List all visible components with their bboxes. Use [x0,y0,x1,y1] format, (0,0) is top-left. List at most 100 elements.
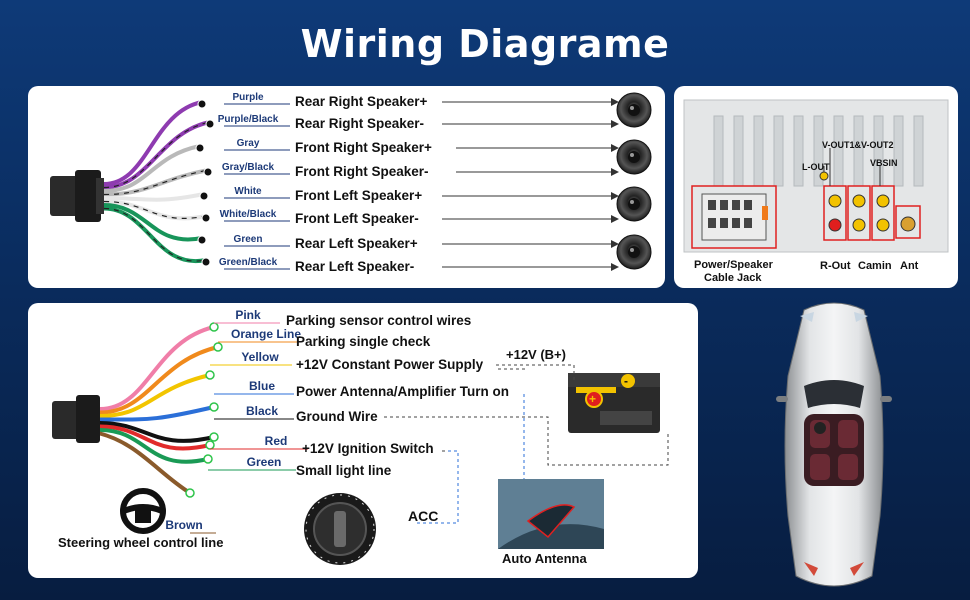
acc-leader [416,394,531,524]
speaker-wire-end-purple-black [205,119,215,129]
power-wire-end-red [205,440,215,450]
speaker-wire-white [102,192,206,202]
power-wire-brown [98,431,192,495]
rear-panel-view: V-OUT1&V-OUT2 L-OUT VBSIN Power/Speaker … [674,86,958,288]
battery-label: +12V (B+) [506,347,566,362]
svg-text:+: + [589,392,596,406]
power-wire-pink [98,325,216,411]
speaker-wire-purple [102,100,204,186]
speaker-wire-color-label: Purple/Black [218,114,279,125]
rout-label: R-Out [820,260,851,272]
power-wire-end-orange-line [213,342,223,352]
rca-jacks [819,171,921,241]
battery-leader-lines [384,364,669,466]
power-wire-orange-line [98,345,220,415]
speaker-icon [616,139,652,175]
antenna-label: Auto Antenna [502,551,587,566]
speaker-wire-color-label: Gray/Black [222,162,275,173]
power-speaker-jack [691,185,777,249]
power-function-label: Small light line [296,463,392,478]
car-image [774,296,894,596]
power-wire-yellow [98,373,212,418]
power-wire-blue [98,405,216,422]
speaker-function-label: Front Right Speaker+ [295,140,432,155]
speaker-wire-stripe-white-black [103,200,207,219]
speaker-wire-color-label: White/Black [220,209,277,220]
lout-label: L-OUT [802,162,830,172]
steering-wheel-label: Steering wheel control line [58,535,223,550]
speaker-icon [616,234,652,270]
vout-label: V-OUT1&V-OUT2 [822,140,894,150]
ant-label: Ant [900,260,919,272]
power-function-label: Power Antenna/Amplifier Turn on [296,384,509,399]
speaker-function-label: Rear Right Speaker+ [295,94,428,109]
speaker-wire-stripe-green-black [103,207,207,262]
speaker-wire-end-gray [195,143,205,153]
power-wire-black [98,421,216,443]
speaker-function-label: Rear Left Speaker+ [295,236,418,251]
steering-wheel-icon [120,488,166,534]
iso-connector-speaker [50,170,104,222]
speaker-wire-end-white-black [201,213,211,223]
power-wires [98,322,223,498]
acc-label: ACC [408,508,438,524]
speaker-wire-gray [102,144,202,193]
camin-label: Camin [858,260,892,272]
power-wire-red [98,424,212,451]
speaker-wire-end-gray-black [203,167,213,177]
power-speaker-label-1: Power/Speaker [694,259,774,271]
power-wire-color-label: Pink [235,308,261,322]
speaker-wire-color-label: Green [234,234,263,245]
power-wire-green [98,428,210,464]
power-wire-color-label: Black [246,404,278,418]
rear-panel-svg: V-OUT1&V-OUT2 L-OUT VBSIN Power/Speaker … [683,99,949,284]
heatsink-fins [713,115,924,187]
power-wire-end-green [203,454,213,464]
speaker-wire-color-label: Gray [237,138,260,149]
speaker-wire-color-label: Purple [232,92,264,103]
power-wire-end-brown [185,488,195,498]
power-function-label: Ground Wire [296,409,378,424]
speaker-function-label: Front Left Speaker- [295,211,419,226]
speaker-function-label: Front Right Speaker- [295,164,429,179]
speaker-function-label: Front Left Speaker+ [295,188,422,203]
power-function-label: +12V Constant Power Supply [296,357,484,372]
power-function-label: Parking sensor control wires [286,313,471,328]
power-wire-end-black [209,432,219,442]
speaker-function-label: Rear Right Speaker- [295,116,424,131]
power-wire-color-label: Brown [165,518,202,532]
power-wire-end-pink [209,322,219,332]
speaker-wire-color-label: White [234,186,262,197]
power-wire-end-yellow [205,370,215,380]
iso-connector-power [52,395,100,443]
vbsin-label: VBSIN [870,158,898,168]
ignition-key-icon [304,493,376,565]
speaker-icon [616,92,652,128]
power-speaker-label-2: Cable Jack [704,272,762,284]
power-wire-color-label: Blue [249,379,275,393]
power-wire-color-label: Orange Line [231,327,301,341]
battery-icon: + - [568,373,660,433]
diagram-title: Wiring Diagrame [300,22,670,66]
power-function-label: +12V Ignition Switch [302,441,434,456]
power-function-label: Parking single check [296,334,431,349]
speaker-wire-stripe-purple-black [103,121,211,189]
speaker-wire-end-green [197,235,207,245]
speaker-wire-end-white [199,191,209,201]
auto-antenna-image [498,479,604,549]
power-wire-color-label: Yellow [241,350,279,364]
speaker-wire-color-label: Green/Black [219,257,278,268]
speaker-icon [616,186,652,222]
speaker-wire-purple-black [102,120,212,190]
speaker-function-label: Rear Left Speaker- [295,259,414,274]
power-wire-end-blue [209,402,219,412]
speaker-wire-end-purple [197,99,207,109]
speaker-wire-stripe-gray-black [103,169,209,196]
speaker-icons [616,92,652,270]
